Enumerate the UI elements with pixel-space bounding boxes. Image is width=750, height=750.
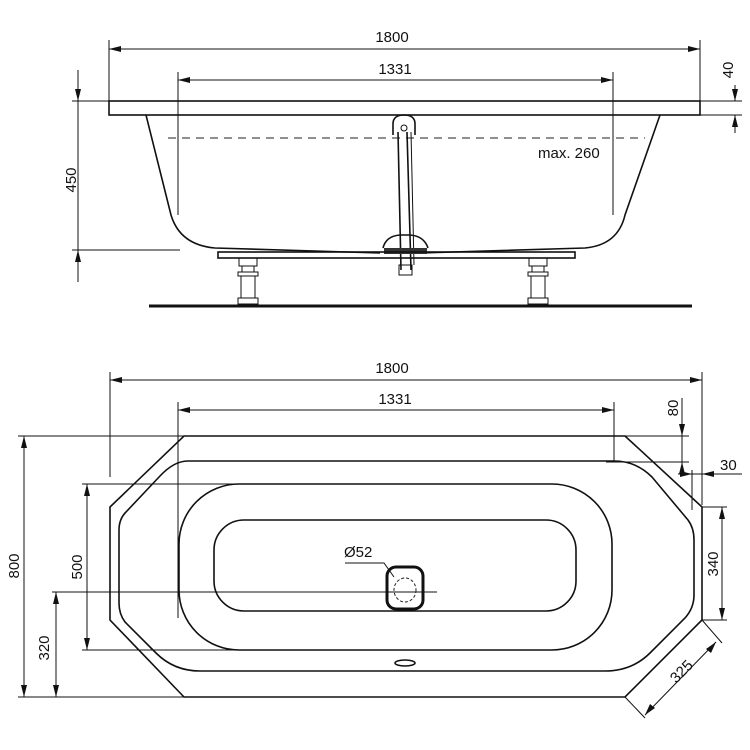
drain-outlet: Ø52: [344, 544, 425, 611]
dimension-side-inner-length: 1331: [177, 61, 614, 215]
water-level-label: max. 260: [538, 145, 600, 162]
tub-basin-contour: [178, 483, 613, 651]
dimension-side-edge: 340: [702, 506, 727, 621]
tub-floor-contour: [213, 519, 577, 612]
top-overall-length-label: 1800: [375, 360, 408, 377]
support-plate: [217, 251, 576, 259]
dimension-rim-thickness: 40: [700, 62, 742, 133]
dimension-corner-offset: 30: [678, 457, 742, 510]
dimension-inner-width: 500: [69, 483, 240, 651]
overflow-hole: [394, 659, 416, 667]
dimension-top-overall-length: 1800: [109, 360, 703, 505]
dimension-top-inner-length: 1331: [177, 391, 615, 618]
dimension-total-height: 450: [63, 70, 180, 282]
tub-rim-contour: [118, 460, 695, 672]
inner-width-label: 500: [69, 554, 86, 579]
drain-position-label: 320: [36, 635, 53, 660]
side-edge-label: 340: [705, 551, 722, 576]
dimension-rim-offset: 80: [606, 398, 689, 474]
side-overall-length-label: 1800: [375, 29, 408, 46]
tub-body-profile: [145, 114, 661, 254]
drain-diameter-label: Ø52: [344, 544, 372, 561]
rim-offset-label: 80: [665, 400, 682, 417]
overflow-drain-assembly: [382, 114, 429, 276]
top-inner-length-label: 1331: [378, 391, 411, 408]
dimension-chamfer: 325: [624, 619, 723, 719]
dimension-side-overall-length: 1800: [108, 29, 701, 103]
top-view: 1800 1331 Ø52: [6, 360, 742, 719]
side-inner-length-label: 1331: [378, 61, 411, 78]
overall-width-label: 800: [6, 553, 23, 578]
rim-thickness-label: 40: [720, 62, 737, 79]
tub-rim: [108, 100, 701, 116]
side-view: 1800 1331 40 450: [63, 29, 742, 308]
corner-offset-label: 30: [720, 457, 737, 474]
support-leg-left: [237, 257, 259, 305]
chamfer-label: 325: [667, 657, 697, 687]
dimension-overall-width: 800: [6, 435, 184, 698]
total-height-label: 450: [63, 167, 80, 192]
support-leg-right: [527, 257, 549, 305]
dimension-drain-position: 320: [36, 591, 437, 697]
